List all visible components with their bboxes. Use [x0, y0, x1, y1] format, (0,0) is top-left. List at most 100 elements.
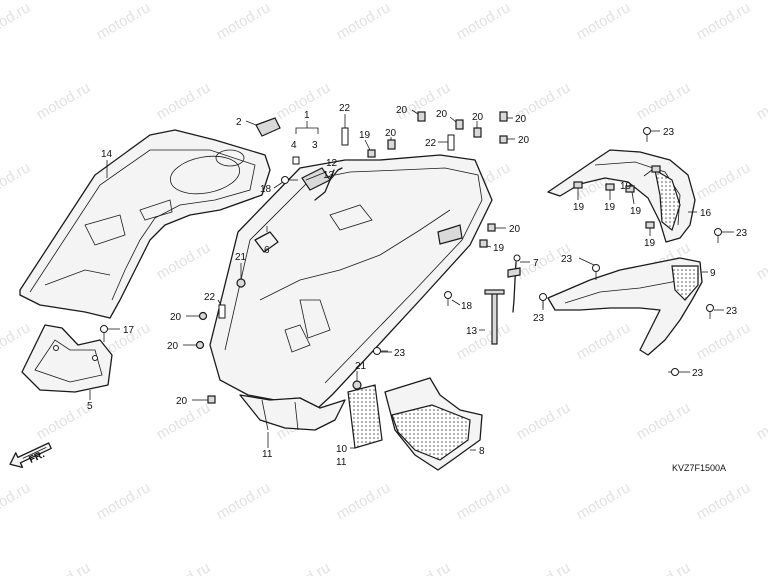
part-19-clip-c[interactable] [573, 181, 583, 189]
callout-5: 5 [87, 401, 93, 412]
part-5-under-cover[interactable] [21, 324, 113, 393]
watermark-text-6: motod.ru [694, 0, 754, 43]
callout-19-c: 19 [573, 202, 585, 213]
part-13-support-rod[interactable] [484, 289, 505, 345]
watermark-text-50: motod.ru [154, 559, 214, 576]
part-23-bolt-d[interactable] [592, 264, 600, 281]
watermark-text-34: motod.ru [694, 319, 754, 363]
callout-21-b: 21 [355, 361, 367, 372]
part-2-cap[interactable] [255, 117, 281, 137]
callout-23-e: 23 [533, 313, 545, 324]
callout-23-d: 23 [561, 254, 573, 265]
part-14-floor-panel[interactable] [19, 129, 271, 319]
watermark-text-52: motod.ru [394, 559, 454, 576]
part-18-bolt-b[interactable] [444, 291, 452, 307]
callout-8: 8 [479, 446, 485, 457]
callout-10: 10 [336, 444, 348, 455]
callout-12: 12 [326, 158, 338, 169]
part-13-bracket[interactable] [314, 169, 335, 201]
part-9-rear-under-cover[interactable] [547, 257, 703, 356]
part-8-inner-fender[interactable] [384, 377, 483, 471]
part-20-clip-a[interactable] [417, 111, 426, 122]
callout-20-b: 20 [385, 128, 397, 139]
part-21-clip-a[interactable] [236, 278, 246, 288]
callout-19-g: 19 [620, 181, 632, 192]
callout-22-a: 22 [339, 103, 351, 114]
callout-20-e: 20 [515, 114, 527, 125]
callout-23-g: 23 [692, 368, 704, 379]
part-20-clip-d[interactable] [473, 127, 482, 138]
watermark-text-55: motod.ru [754, 559, 768, 576]
watermark-text-13: motod.ru [754, 79, 768, 123]
part-21-clip-b[interactable] [352, 380, 362, 390]
callout-20-j: 20 [176, 396, 188, 407]
callout-1: 1 [304, 110, 310, 121]
watermark-text-7: motod.ru [34, 79, 94, 123]
diagram-code: KVZ7F1500A [672, 463, 726, 473]
front-direction-arrow [9, 442, 52, 468]
watermark-text-46: motod.ru [454, 479, 514, 523]
part-20-clip-e[interactable] [499, 111, 508, 122]
callout-11-b: 11 [336, 457, 347, 468]
watermark-text-1: motod.ru [94, 0, 154, 43]
part-20-clip-j[interactable] [207, 395, 216, 404]
watermark-text-43: motod.ru [94, 479, 154, 523]
watermark-text-14: motod.ru [0, 159, 33, 203]
callout-20-h: 20 [170, 312, 182, 323]
part-23-bolt-f[interactable] [706, 304, 714, 320]
callout-23-a: 23 [394, 348, 406, 359]
part-23-bolt-b[interactable] [643, 127, 651, 143]
part-19-clip-g[interactable] [651, 165, 661, 173]
part-17-bolt[interactable] [100, 325, 108, 343]
callout-6: 6 [264, 245, 270, 256]
part-19-clip-a[interactable] [367, 149, 376, 158]
callout-11-a: 11 [262, 449, 273, 460]
callout-19-f: 19 [644, 238, 656, 249]
part-19-clip-d[interactable] [605, 183, 615, 191]
watermark-text-0: motod.ru [0, 0, 33, 43]
part-16-rear-cover[interactable] [547, 149, 696, 243]
part-20-clip-f[interactable] [499, 135, 508, 144]
part-7-cable[interactable] [507, 254, 521, 313]
watermark-text-8: motod.ru [154, 79, 214, 123]
part-12-rod[interactable] [329, 167, 343, 181]
part-11-luggage-box[interactable] [209, 154, 493, 431]
part-22-screw-b[interactable] [447, 134, 455, 151]
part-20-clip-b[interactable] [387, 139, 396, 150]
part-20-clip-h[interactable] [198, 311, 208, 321]
part-20-clip-i[interactable] [195, 340, 205, 350]
part-19-clip-e[interactable] [625, 185, 635, 193]
callout-23-c: 23 [736, 228, 748, 239]
part-19-clip-f[interactable] [645, 221, 655, 229]
part-23-bolt-a[interactable] [373, 347, 389, 355]
watermark-text-44: motod.ru [214, 479, 274, 523]
callout-16: 16 [700, 208, 712, 219]
callout-19-e: 19 [630, 206, 642, 217]
callout-13: 13 [323, 170, 335, 181]
part-22-screw-a[interactable] [341, 127, 349, 146]
callout-13-b: 13 [466, 326, 478, 337]
part-18-bolt-a[interactable] [281, 176, 299, 184]
part-19-clip-b[interactable] [479, 239, 488, 248]
part-20-clip-g[interactable] [487, 223, 496, 232]
part-10-seal-strip[interactable] [347, 384, 383, 449]
watermark-text-3: motod.ru [334, 0, 394, 43]
watermark-text-5: motod.ru [574, 0, 634, 43]
part-4-screw[interactable] [292, 156, 300, 165]
watermark-text-20: motod.ru [694, 159, 754, 203]
callout-23-b: 23 [663, 127, 675, 138]
callout-20-i: 20 [167, 341, 179, 352]
part-23-bolt-c[interactable] [714, 228, 722, 244]
watermark-text-35: motod.ru [34, 399, 94, 443]
callout-22-c: 22 [204, 292, 216, 303]
callout-14: 14 [101, 149, 113, 160]
part-6-grommet[interactable] [254, 231, 279, 253]
part-23-bolt-g[interactable] [668, 368, 679, 376]
part-22-screw-c[interactable] [218, 304, 226, 319]
watermark-text-39: motod.ru [514, 399, 574, 443]
callout-19-b: 19 [493, 243, 505, 254]
callout-18-a: 18 [260, 184, 272, 195]
part-20-clip-c[interactable] [455, 119, 464, 130]
watermark-text-48: motod.ru [694, 479, 754, 523]
